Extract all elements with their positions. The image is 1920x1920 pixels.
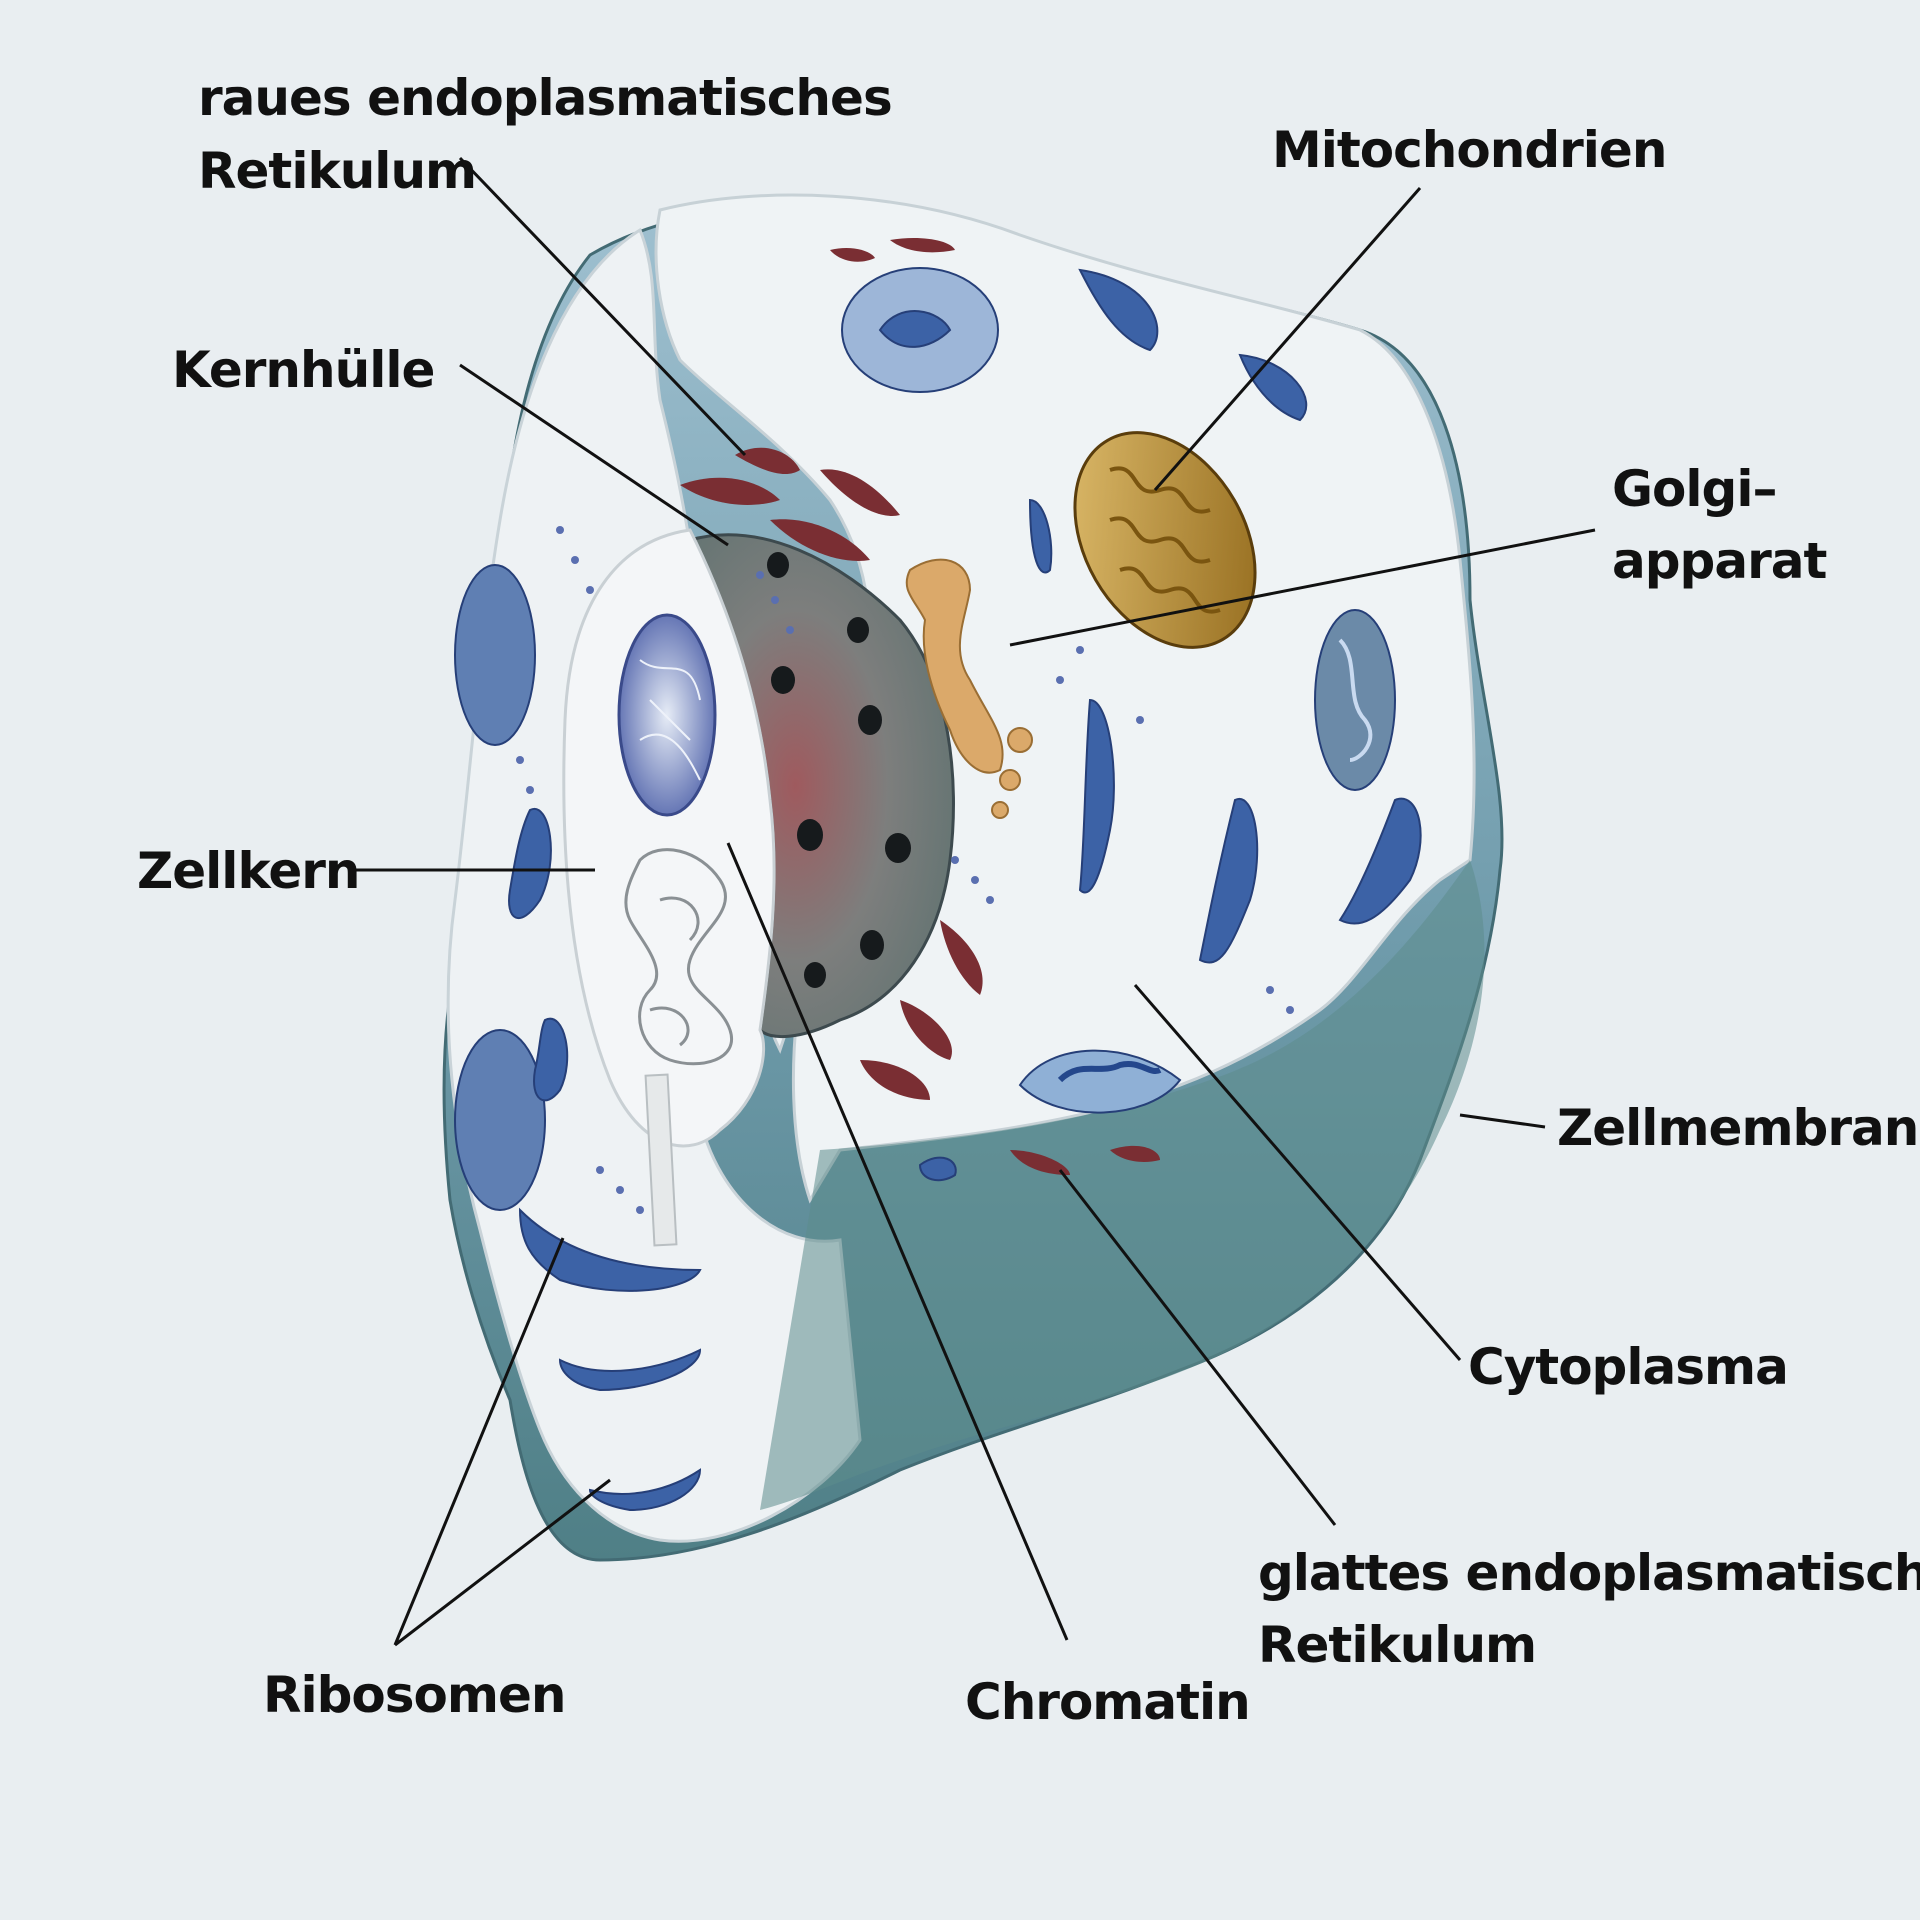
chromatin — [624, 848, 734, 1066]
label-raues-er-line2: Retikulum — [198, 142, 477, 200]
nuclear-pores — [767, 552, 911, 988]
label-zellmembran: Zellmembran — [1557, 1099, 1919, 1157]
label-ribosomen: Ribosomen — [263, 1666, 566, 1724]
label-glattes-er-line1: glattes endoplasmatisches — [1258, 1544, 1920, 1602]
mitochondrion-large — [1073, 431, 1257, 649]
label-raues-er-line1: raues endoplasmatisches — [198, 69, 893, 127]
label-golgi-line1: Golgi– — [1612, 460, 1777, 518]
label-chromatin: Chromatin — [965, 1673, 1251, 1731]
label-cytoplasma: Cytoplasma — [1468, 1338, 1789, 1396]
nucleolus — [617, 613, 717, 817]
smooth-er — [454, 267, 1422, 1512]
rough-er — [680, 238, 1160, 1175]
golgi-apparatus — [905, 558, 1033, 819]
label-golgi-line2: apparat — [1612, 532, 1827, 590]
label-mitochondrien: Mitochondrien — [1272, 121, 1667, 179]
label-kernhuelle: Kernhülle — [172, 341, 435, 399]
leader-lines — [355, 156, 1596, 1647]
nucleus-interior — [562, 528, 776, 1148]
ribosomes — [516, 526, 1294, 1214]
label-glattes-er-line2: Retikulum — [1258, 1616, 1537, 1674]
label-zellkern: Zellkern — [137, 842, 361, 900]
